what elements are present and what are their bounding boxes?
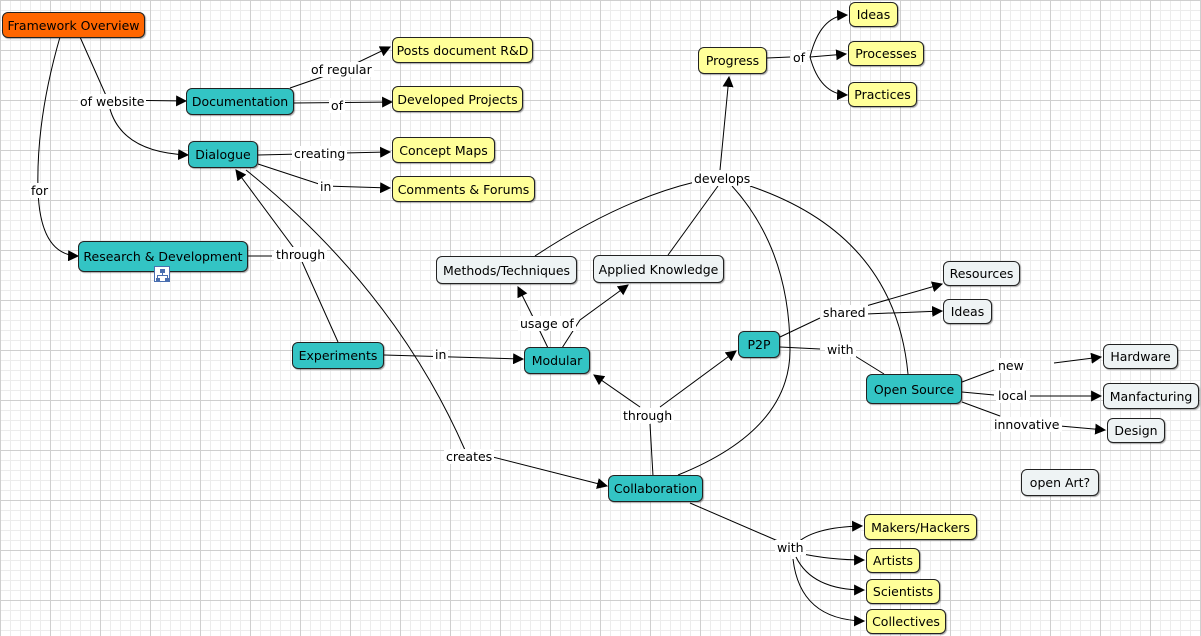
- concept-methods-techniques[interactable]: Methods/Techniques: [436, 256, 577, 284]
- link-innovative-design: [1059, 423, 1107, 435]
- label-through-rd: through: [274, 247, 328, 262]
- concept-comments-forums[interactable]: Comments & Forums: [392, 176, 535, 202]
- label-of-documentation: of: [329, 98, 346, 113]
- concept-open-art[interactable]: open Art?: [1021, 469, 1099, 496]
- concept-scientists[interactable]: Scientists: [866, 579, 940, 604]
- link-collaboration-through: [649, 423, 654, 477]
- concept-experiments[interactable]: Experiments: [292, 342, 384, 369]
- link-develops-progress: [719, 75, 734, 171]
- concept-processes[interactable]: Processes: [848, 41, 924, 66]
- concept-modular[interactable]: Modular: [524, 347, 590, 374]
- concept-practices[interactable]: Practices: [848, 82, 917, 107]
- concept-collaboration[interactable]: Collaboration: [608, 475, 703, 502]
- link-progress-of: [766, 56, 791, 59]
- concept-resources[interactable]: Resources: [943, 261, 1020, 286]
- concept-open-source[interactable]: Open Source: [866, 374, 962, 404]
- label-in-dialogue: in: [318, 179, 334, 194]
- concept-framework-overview[interactable]: Framework Overview: [2, 12, 145, 38]
- label-creates: creates: [444, 449, 495, 464]
- link-collaboration-develops: [677, 185, 791, 476]
- concept-concept-maps[interactable]: Concept Maps: [392, 137, 495, 163]
- concept-ideas-progress[interactable]: Ideas: [849, 2, 898, 27]
- link-p2p-shared: [779, 317, 821, 338]
- label-shared: shared: [821, 305, 868, 320]
- label-with-collaboration: with: [775, 540, 806, 555]
- concept-progress[interactable]: Progress: [698, 47, 767, 74]
- label-for: for: [29, 183, 51, 198]
- link-progress-processes: [809, 49, 848, 61]
- concept-documentation[interactable]: Documentation: [186, 88, 294, 115]
- link-framework-documentation: [79, 36, 188, 107]
- label-develops: develops: [692, 171, 753, 186]
- link-new-hardware: [1053, 352, 1103, 364]
- link-methods-develops: [534, 181, 696, 257]
- link-shared-ideas: [865, 305, 944, 317]
- link-opensource-new: [961, 369, 995, 383]
- submap-link-icon[interactable]: [154, 266, 170, 282]
- concept-design[interactable]: Design: [1107, 418, 1165, 443]
- link-shared-resources: [865, 281, 944, 307]
- label-local: local: [996, 388, 1030, 403]
- link-with-artists: [797, 552, 866, 566]
- concept-collectives[interactable]: Collectives: [866, 609, 946, 634]
- concept-posts-document[interactable]: Posts document R&D: [392, 37, 533, 63]
- concept-applied-knowledge[interactable]: Applied Knowledge: [593, 255, 724, 283]
- label-usage-of: usage of: [518, 316, 576, 331]
- link-dialogue-collaboration: [245, 169, 609, 489]
- link-framework-dialogue: [107, 99, 190, 161]
- link-applied-develops: [667, 185, 719, 256]
- concept-manfacturing[interactable]: Manfacturing: [1103, 383, 1199, 409]
- link-collaboration-with: [689, 502, 779, 542]
- link-modular-applied: [561, 284, 629, 349]
- label-of-progress: of: [791, 50, 808, 65]
- label-creating: creating: [292, 146, 348, 161]
- link-with-scientists: [795, 556, 866, 596]
- link-with-opensource: [854, 355, 885, 375]
- label-through-collaboration: through: [621, 408, 675, 423]
- label-new: new: [996, 358, 1026, 373]
- label-in-experiments: in: [433, 347, 449, 362]
- concept-ideas-shared[interactable]: Ideas: [943, 299, 992, 324]
- label-of-regular: of regular: [309, 62, 374, 77]
- concept-hardware[interactable]: Hardware: [1103, 344, 1178, 369]
- link-opensource-innovative: [961, 401, 1001, 417]
- link-progress-ideas: [809, 9, 849, 58]
- link-experiments-modular: [383, 353, 525, 365]
- link-with-collectives: [792, 558, 866, 627]
- link-opensource-develops: [749, 185, 909, 375]
- concept-makers-hackers[interactable]: Makers/Hackers: [864, 514, 977, 540]
- label-with-p2p: with: [825, 342, 856, 357]
- concept-developed-projects[interactable]: Developed Projects: [392, 86, 523, 112]
- concept-dialogue[interactable]: Dialogue: [188, 141, 258, 168]
- concept-artists[interactable]: Artists: [866, 548, 920, 573]
- link-progress-practices: [809, 56, 849, 101]
- link-p2p-with: [779, 346, 821, 350]
- label-innovative: innovative: [992, 417, 1062, 432]
- link-through-modular: [593, 374, 641, 408]
- link-framework-rd: [37, 36, 80, 262]
- concept-p2p[interactable]: P2P: [738, 331, 780, 358]
- label-of-website: of website: [78, 94, 147, 109]
- link-through-p2p: [659, 350, 737, 408]
- link-opensource-local: [961, 391, 995, 396]
